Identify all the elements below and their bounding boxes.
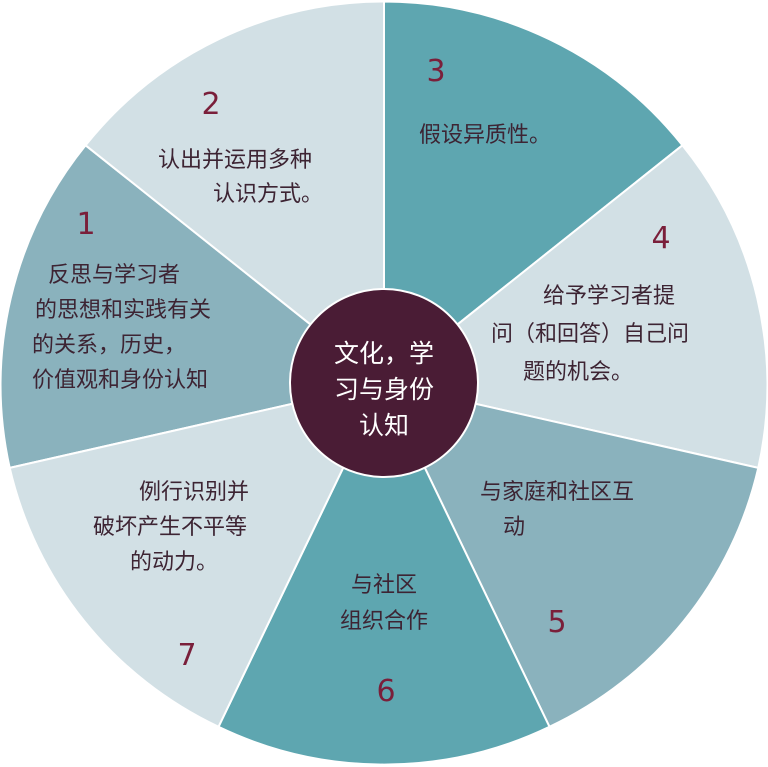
segment-4-wedge bbox=[381, 143, 768, 470]
segment-7-line-1: 例行识别并 bbox=[139, 480, 249, 505]
center-hub bbox=[289, 288, 479, 478]
segment-1-line-3: 的关系，历史， bbox=[32, 333, 186, 358]
center-line-1: 文化，学 bbox=[334, 339, 434, 368]
segment-2-number: 2 bbox=[201, 87, 220, 122]
segment-2-line-2: 认识方式。 bbox=[213, 182, 323, 207]
segment-2-line-1: 认出并运用多种 bbox=[158, 148, 312, 173]
segment-3-line-1: 假设异质性。 bbox=[419, 123, 551, 148]
segment-4-number: 4 bbox=[651, 221, 670, 256]
segment-7-line-3: 的动力。 bbox=[130, 550, 218, 575]
segment-4-line-1: 给予学习者提 bbox=[543, 284, 675, 309]
segment-1-line-2: 的思想和实践有关 bbox=[35, 298, 211, 323]
segment-3-number: 3 bbox=[426, 54, 445, 89]
center-line-3: 认知 bbox=[359, 411, 409, 440]
segment-6-line-2: 组织合作 bbox=[340, 609, 428, 634]
segment-5-line-2: 动 bbox=[503, 515, 525, 540]
segment-1-wedge bbox=[0, 143, 387, 470]
segment-5-wedge bbox=[382, 381, 760, 729]
segment-6-line-1: 与社区 bbox=[351, 573, 417, 598]
segment-4-line-2: 问（和回答）自己问 bbox=[491, 322, 689, 347]
segment-5-number: 5 bbox=[547, 605, 566, 640]
segment-3-wedge bbox=[383, 0, 684, 386]
center-line-2: 习与身份 bbox=[334, 375, 434, 404]
segment-1-number: 1 bbox=[76, 207, 95, 242]
segment-6-wedge bbox=[217, 380, 551, 766]
segment-2-wedge bbox=[84, 0, 385, 386]
segment-1-line-1: 反思与学习者 bbox=[48, 263, 180, 288]
segment-7-number: 7 bbox=[177, 638, 196, 673]
segment-4-line-3: 题的机会。 bbox=[523, 360, 633, 385]
segment-6-number: 6 bbox=[376, 674, 395, 709]
segment-7-wedge bbox=[8, 381, 386, 729]
segment-7-line-2: 破坏产生不平等 bbox=[93, 515, 247, 540]
segment-1-line-4: 价值观和身份认知 bbox=[32, 368, 208, 393]
segment-5-line-1: 与家庭和社区互 bbox=[480, 480, 634, 505]
